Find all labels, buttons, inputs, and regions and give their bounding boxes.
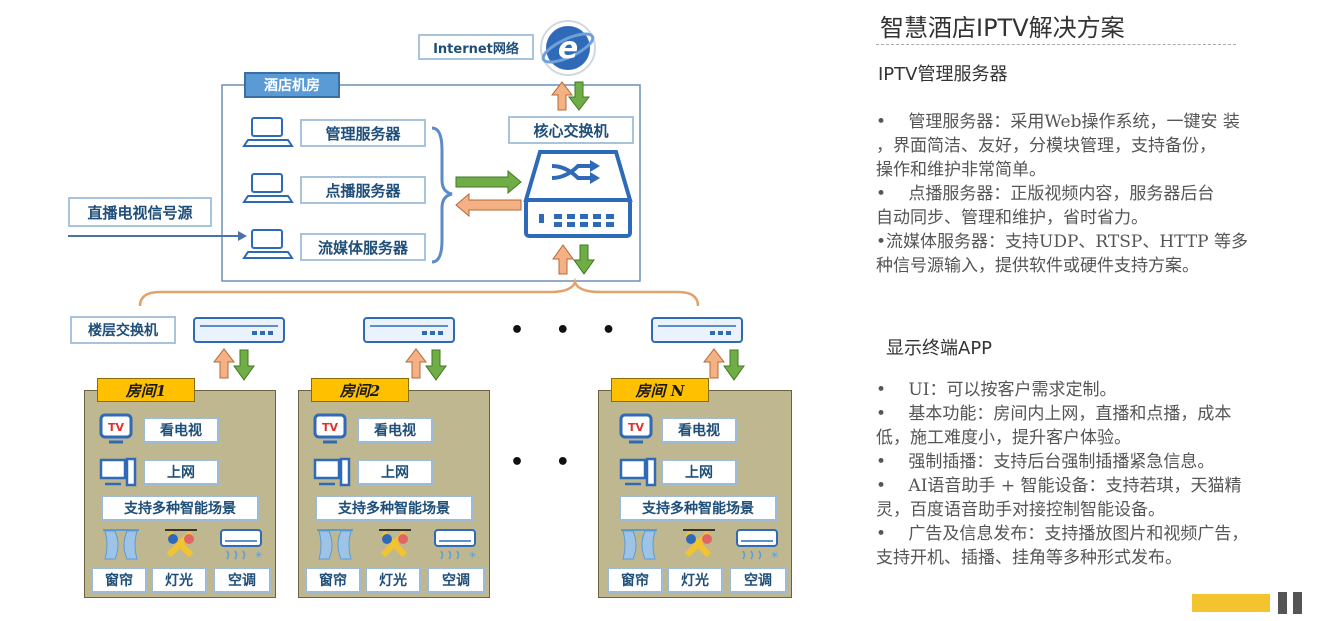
accent-bar [1192, 594, 1270, 612]
section2-line: • AI语音助手 + 智能设备：支持若琪，天猫精 [876, 476, 1242, 496]
tv-label: 看电视 [143, 417, 219, 443]
desktop-computer-icon [99, 457, 137, 487]
floor-switch-icon-2 [363, 317, 455, 343]
section2-body: • UI：可以按客户需求定制。 • 基本功能：房间内上网，直播和点播，成本 低，… [876, 378, 1326, 570]
pause-icon [1278, 592, 1304, 614]
floor-brace [138, 277, 700, 307]
desktop-computer-icon [619, 457, 657, 487]
section1-title: IPTV管理服务器 [878, 64, 1008, 85]
tv-icon: TV [619, 413, 653, 444]
section2-line: 低，施工难度小，提升客户体验。 [876, 428, 1131, 448]
section2-line: • 基本功能：房间内上网，直播和点播，成本 [876, 404, 1232, 424]
device-label-ac: 空调 [729, 567, 787, 593]
section2-line: 灵，百度语音助手对接控制智能设备。 [876, 500, 1165, 520]
tv-label: 看电视 [357, 417, 433, 443]
svg-text:e: e [558, 31, 578, 66]
section2-title: 显示终端APP [886, 338, 993, 359]
room-card-1: 房间1 TV 看电视 上网 支持多种智能场景 ✳ 窗帘 灯光 空调 [84, 378, 276, 598]
internet-down-arrow [567, 81, 591, 111]
curtain-icon [317, 529, 353, 560]
section1-line: 自动同步、管理和维护，省时省力。 [876, 208, 1148, 228]
to-switch-arrow [455, 169, 522, 195]
svg-text:TV: TV [628, 421, 645, 434]
device-label-light: 灯光 [151, 567, 207, 593]
section2-line: • 强制插播：支持后台强制插播紧急信息。 [876, 452, 1215, 472]
section1-line: •流媒体服务器：支持UDP、RTSP、HTTP 等多 [876, 232, 1249, 252]
device-label-curtain: 窗帘 [91, 567, 147, 593]
smart-scene-label: 支持多种智能场景 [315, 495, 473, 521]
machine-room-frame [221, 84, 641, 282]
section1-line: 种信号源输入，提供软件或硬件支持方案。 [876, 256, 1199, 276]
tv-label: 看电视 [661, 417, 737, 443]
floor-switch-icon-1 [193, 317, 285, 343]
internet-access-label: 上网 [143, 459, 219, 485]
panel-title: 智慧酒店IPTV解决方案 [880, 14, 1125, 42]
switch-ellipsis: • • • [510, 318, 628, 343]
room-name: 房间 N [611, 378, 709, 402]
room-name: 房间2 [311, 378, 409, 402]
device-label-ac: 空调 [213, 567, 271, 593]
light-icon [379, 529, 411, 558]
smart-scene-label: 支持多种智能场景 [101, 495, 259, 521]
device-label-curtain: 窗帘 [305, 567, 361, 593]
section1-line: ，界面简洁、友好，分模块管理，支持备份， [876, 136, 1216, 156]
computer-icon [242, 117, 294, 259]
air-conditioner-icon: ✳ [220, 529, 263, 561]
internet-access-label: 上网 [357, 459, 433, 485]
device-label-curtain: 窗帘 [607, 567, 663, 593]
floor-switch-label: 楼层交换机 [70, 316, 176, 344]
desktop-computer-icon [313, 457, 351, 487]
room-card-n: 房间 N TV 看电视 上网 支持多种智能场景 ✳ 窗帘 灯光 空调 [598, 378, 792, 598]
floor-switch-icon-n [651, 317, 743, 343]
room-card-2: 房间2 TV 看电视 上网 支持多种智能场景 ✳ 窗帘 灯光 空调 [298, 378, 490, 598]
device-label-ac: 空调 [427, 567, 485, 593]
device-label-light: 灯光 [667, 567, 723, 593]
svg-text:✳: ✳ [469, 551, 477, 561]
room-name: 房间1 [97, 378, 195, 402]
server-label-streaming: 流媒体服务器 [300, 233, 426, 261]
internet-access-label: 上网 [661, 459, 737, 485]
server-brace [431, 126, 453, 264]
device-label-light: 灯光 [365, 567, 421, 593]
section1-line: • 管理服务器：采用Web操作系统，一键安 装 [876, 112, 1240, 132]
section2-line: 支持开机、插播、挂角等多种形式发布。 [876, 548, 1182, 568]
room-ellipsis: • • • [510, 450, 628, 475]
internet-globe-icon: e [540, 20, 596, 76]
light-icon [165, 529, 197, 558]
air-conditioner-icon: ✳ [434, 529, 477, 561]
from-switch-arrow [455, 192, 522, 218]
curtain-icon [621, 529, 657, 560]
section1-body: • 管理服务器：采用Web操作系统，一键安 装 ，界面简洁、友好，分模块管理，支… [876, 110, 1316, 278]
machine-room-label: 酒店机房 [244, 72, 340, 98]
internet-label: Internet网络 [418, 34, 534, 60]
air-conditioner-icon: ✳ [736, 529, 779, 561]
curtain-icon [103, 529, 139, 560]
svg-text:TV: TV [108, 421, 125, 434]
core-switch-icon [523, 150, 633, 238]
server-label-vod: 点播服务器 [300, 176, 426, 204]
svg-text:TV: TV [322, 421, 339, 434]
svg-text:✳: ✳ [255, 551, 263, 561]
diagram-connectors: e [68, 20, 745, 381]
smart-scene-label: 支持多种智能场景 [619, 495, 777, 521]
tv-icon: TV [99, 413, 133, 444]
title-divider [876, 44, 1236, 45]
core-switch-label: 核心交换机 [508, 116, 634, 144]
tv-icon: TV [313, 413, 347, 444]
section2-line: • UI：可以按客户需求定制。 [876, 380, 1117, 400]
core-down-arrow [573, 244, 595, 275]
section1-line: • 点播服务器：正版视频内容，服务器后台 [876, 184, 1215, 204]
core-up-arrow [552, 244, 574, 275]
section1-line: 操作和维护非常简单。 [876, 160, 1046, 180]
server-label-management: 管理服务器 [300, 119, 426, 147]
section2-line: • 广告及信息发布：支持播放图片和视频广告， [876, 524, 1249, 544]
svg-text:✳: ✳ [771, 551, 779, 561]
internet-up-arrow [550, 81, 574, 111]
light-icon [683, 529, 715, 558]
live-source-label: 直播电视信号源 [68, 197, 212, 227]
